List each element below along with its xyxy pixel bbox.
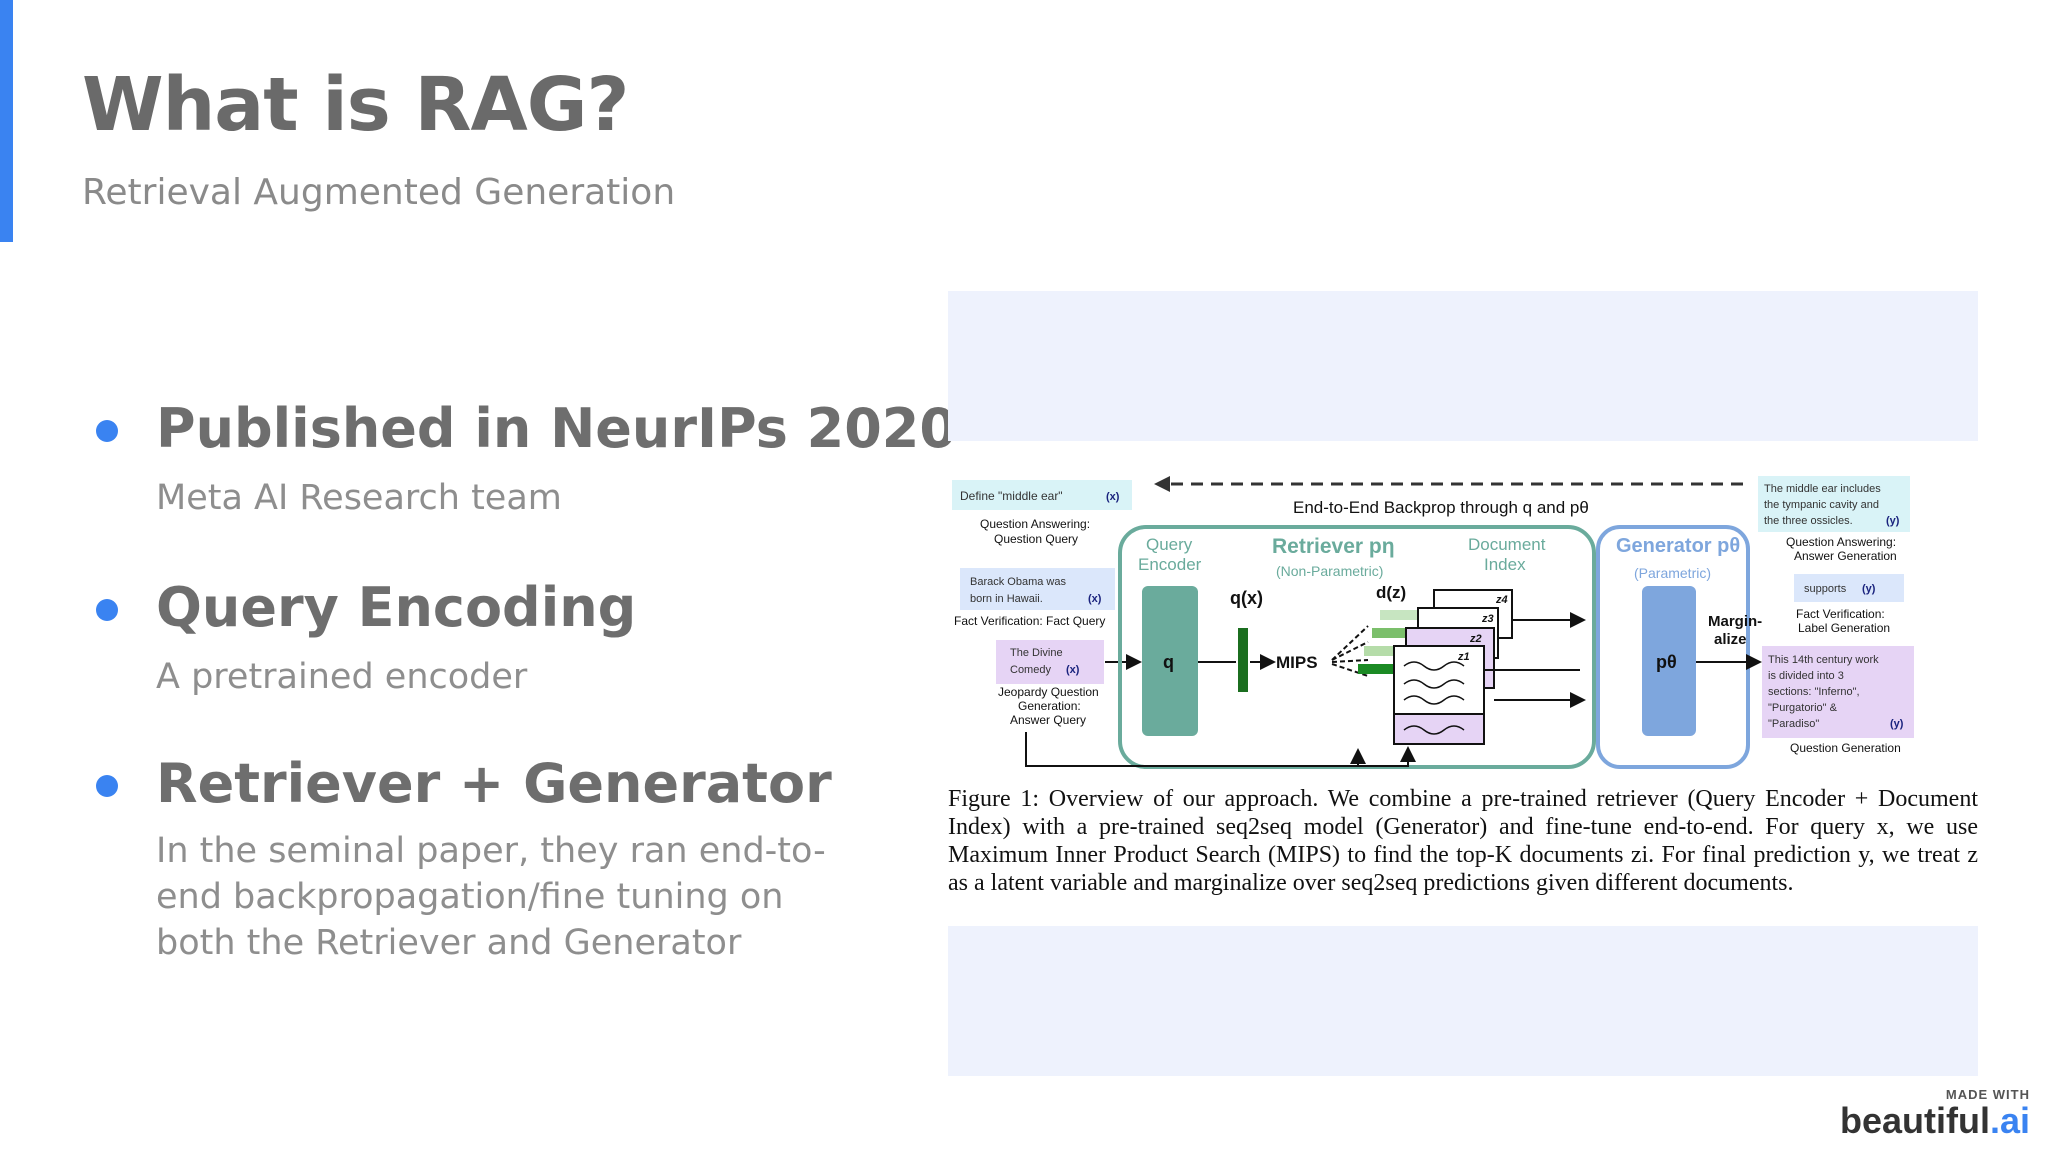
output-text-3e: "Paradiso": [1768, 718, 1819, 730]
output-text-1c: the three ossicles.: [1764, 515, 1853, 527]
output-tag-2: (y): [1862, 583, 1876, 595]
doc-squiggle: [1403, 695, 1465, 705]
input-caption-3c: Answer Query: [1010, 713, 1086, 727]
query-encoder-label-b: Encoder: [1138, 555, 1202, 574]
bullet-detail: Meta AI Research team: [156, 478, 562, 518]
input-caption-2: Fact Verification: Fact Query: [954, 614, 1105, 628]
input-caption-1b: Question Query: [994, 532, 1078, 546]
input-text-1: Define "middle ear": [960, 489, 1063, 503]
mips-arrow-4: [1331, 663, 1369, 677]
bullet-dot: [96, 775, 118, 797]
backprop-label: End-to-End Backprop through q and pθ: [1293, 498, 1589, 517]
accent-bar: [0, 0, 13, 242]
doc-index-label-a: Document: [1468, 535, 1546, 554]
mips-label: MIPS: [1276, 653, 1318, 672]
doc-card-1-footer: [1393, 713, 1485, 745]
retriever-title: Retriever pη: [1272, 535, 1395, 558]
input-tag-3: (x): [1066, 664, 1080, 676]
output-text-3a: This 14th century work: [1768, 654, 1879, 666]
logo-text: beautiful: [1839, 1100, 1990, 1141]
output-box-3: [1762, 646, 1914, 738]
generator-box: [1596, 525, 1750, 769]
bullet-heading: Published in NeurIPs 2020: [156, 397, 957, 460]
doc-squiggle: [1403, 725, 1465, 735]
input-caption-1a: Question Answering:: [980, 517, 1090, 531]
mips-arrow-3: [1331, 659, 1369, 663]
z-label-1: z1: [1457, 651, 1470, 663]
figure-panel-top: [948, 291, 1978, 441]
output-text-3d: "Purgatorio" &: [1768, 702, 1838, 714]
qx-label: q(x): [1230, 588, 1263, 608]
rag-architecture-figure: End-to-End Backprop through q and pθ Def…: [948, 470, 1978, 780]
bullet-dot: [96, 420, 118, 442]
output-caption-2b: Label Generation: [1798, 621, 1890, 635]
bullet-detail: In the seminal paper, they ran end-to-en…: [156, 831, 826, 963]
generator-title: Generator pθ: [1616, 535, 1740, 557]
input-caption-3a: Jeopardy Question: [998, 685, 1099, 699]
output-tag-1: (y): [1886, 515, 1900, 527]
output-box-1: [1758, 476, 1910, 532]
z-label-3: z3: [1481, 613, 1494, 625]
bullet-heading: Retriever + Generator: [156, 752, 832, 815]
beautiful-ai-logo[interactable]: beautiful.ai: [1840, 1100, 2030, 1142]
input-tag-1: (x): [1106, 491, 1120, 503]
backprop-arrowhead: [1154, 476, 1170, 492]
marginalize-label-b: alize: [1714, 631, 1747, 648]
input-box-3: [996, 640, 1104, 684]
query-encoder-label-a: Query: [1146, 535, 1193, 554]
p-theta-label: pθ: [1656, 652, 1677, 672]
generator-subtitle: (Parametric): [1634, 565, 1711, 581]
output-caption-1b: Answer Generation: [1794, 549, 1897, 563]
mips-arrow-2: [1331, 641, 1369, 661]
doc-vector-1: [1358, 664, 1420, 674]
output-box-2: [1794, 574, 1904, 602]
generator-block: [1642, 586, 1696, 736]
logo-dot-ai: .ai: [1989, 1100, 2030, 1141]
output-caption-3: Question Generation: [1790, 741, 1901, 755]
made-with-label: MADE WITH: [1945, 1087, 2030, 1102]
retriever-subtitle: (Non-Parametric): [1276, 563, 1383, 579]
query-vector: [1238, 628, 1248, 692]
doc-vector-4: [1380, 610, 1428, 620]
doc-index-label-b: Index: [1484, 555, 1526, 574]
dz-label: d(z): [1376, 583, 1406, 602]
bullet-heading: Query Encoding: [156, 576, 637, 639]
output-caption-2a: Fact Verification:: [1796, 607, 1885, 621]
output-tag-3: (y): [1890, 718, 1904, 730]
bullet-dot: [96, 599, 118, 621]
query-encoder-block: [1142, 586, 1198, 736]
input-caption-3b: Generation:: [1018, 699, 1081, 713]
marginalize-label-a: Margin-: [1708, 613, 1762, 630]
figure-panel-bottom: [948, 926, 1978, 1076]
output-text-3b: is divided into 3: [1768, 670, 1844, 682]
input-tag-2: (x): [1088, 593, 1102, 605]
input-box-2: [960, 568, 1115, 610]
input-text-3b: Comedy: [1010, 664, 1051, 676]
input-text-3a: The Divine: [1010, 647, 1063, 659]
mips-arrow-1: [1331, 625, 1369, 661]
architecture-diagram: End-to-End Backprop through q and pθ Def…: [952, 476, 1914, 769]
doc-vector-3: [1372, 628, 1428, 638]
output-caption-1a: Question Answering:: [1786, 535, 1896, 549]
slide-subtitle: Retrieval Augmented Generation: [82, 172, 676, 213]
doc-squiggle: [1403, 661, 1465, 671]
z-label-2: z2: [1469, 633, 1482, 645]
input-text-2b: born in Hawaii.: [970, 593, 1043, 605]
output-text-1a: The middle ear includes: [1764, 483, 1881, 495]
slide-title: What is RAG?: [82, 62, 629, 148]
query-feedback-arrow: [1025, 732, 1416, 767]
output-text-3c: sections: "Inferno",: [1768, 686, 1860, 698]
z-label-4: z4: [1495, 594, 1508, 606]
doc-squiggle: [1403, 679, 1465, 689]
bullet-detail: A pretrained encoder: [156, 657, 528, 697]
input-text-2a: Barack Obama was: [970, 576, 1066, 588]
output-text-2: supports: [1804, 583, 1847, 595]
output-text-1b: the tympanic cavity and: [1764, 499, 1879, 511]
figure-caption: Figure 1: Overview of our approach. We c…: [948, 786, 1978, 896]
input-box-1: [952, 480, 1132, 510]
q-label: q: [1163, 652, 1174, 672]
